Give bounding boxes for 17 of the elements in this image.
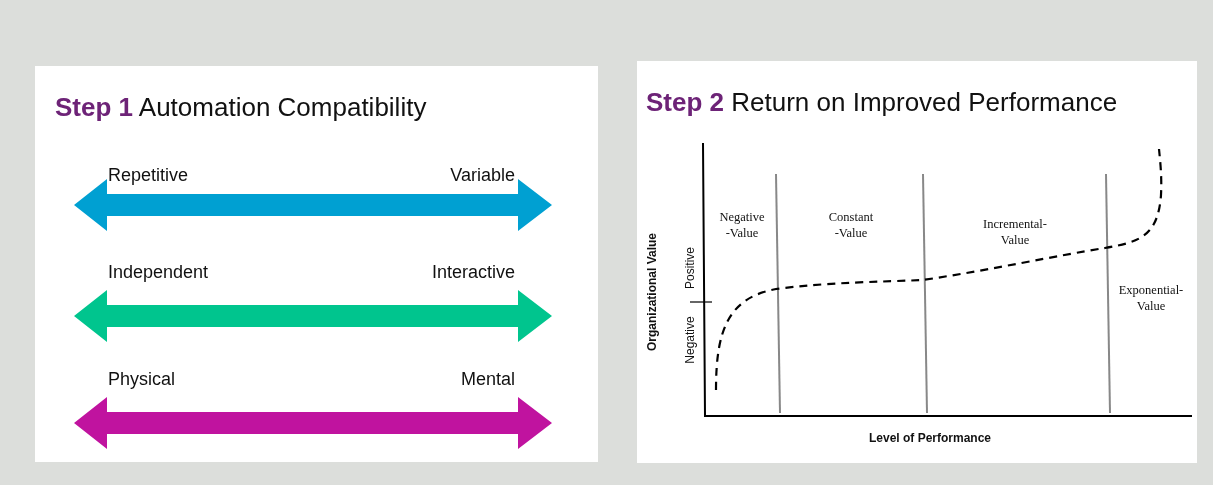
axis-label: Positive <box>683 247 697 289</box>
scale-label: Physical <box>108 369 176 389</box>
scale-label: Interactive <box>431 262 515 282</box>
axis-title: Level of Performance <box>869 431 991 445</box>
zone-label: Incremental- Value <box>982 216 1048 248</box>
zone-label: Negative -Value <box>718 209 766 241</box>
zone-label: Constant -Value <box>827 209 875 241</box>
axis-label: Negative <box>683 316 697 364</box>
scale-label: Mental <box>460 369 515 389</box>
panel-title: Step 1 Automation Compatibility <box>55 92 427 123</box>
panel-card <box>637 61 1197 463</box>
zone-label: Exponential- Value <box>1117 282 1185 314</box>
panel-title: Step 2 Return on Improved Performance <box>646 87 1118 118</box>
scale-label: Independent <box>108 262 209 282</box>
scale-label: Variable <box>450 165 515 185</box>
axis-title: Organizational Value <box>645 233 659 351</box>
scale-label: Repetitive <box>108 165 189 185</box>
